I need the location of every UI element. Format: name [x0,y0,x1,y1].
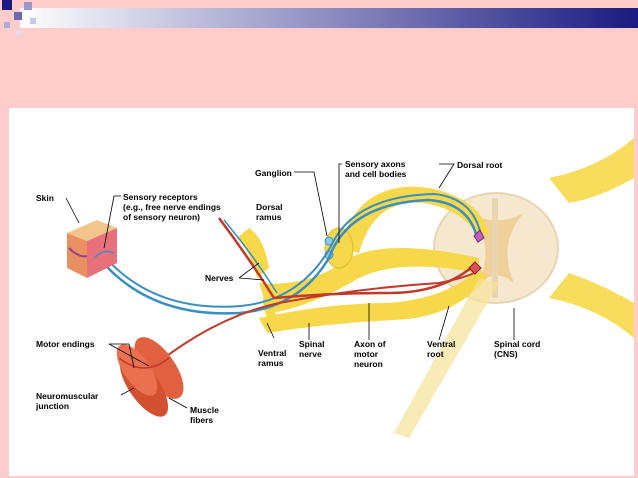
muscle-fibers [116,337,184,417]
label-muscle-fibers: Muscle fibers [190,405,219,425]
label-dorsal-root: Dorsal root [457,160,503,170]
skin-block [67,220,117,278]
label-sensory-axons: Sensory axons and cell bodies [345,159,407,179]
label-dorsal-ramus: Dorsal ramus [256,202,283,222]
label-skin: Skin [36,193,54,203]
corner-squares-decoration [2,0,36,35]
label-ganglion: Ganglion [255,168,292,178]
label-axon-motor-neuron: Axon of motor neuron [354,339,386,369]
label-ventral-root: Ventral root [427,339,456,359]
spinal-nerve-illustration [65,138,634,438]
label-motor-endings: Motor endings [36,339,95,349]
label-spinal-cord: Spinal cord (CNS) [494,339,541,359]
label-sensory-receptors: Sensory receptors (e.g., free nerve endi… [123,192,221,222]
label-neuromuscular-junction: Neuromuscular junction [36,391,99,411]
label-ventral-ramus: Ventral ramus [258,348,287,368]
label-nerves: Nerves [205,273,234,283]
header-bar [2,0,638,35]
spinal-nerve-figure: Skin Sensory receptors (e.g., free nerve… [9,108,634,476]
label-spinal-nerve: Spinal nerve [299,339,325,359]
